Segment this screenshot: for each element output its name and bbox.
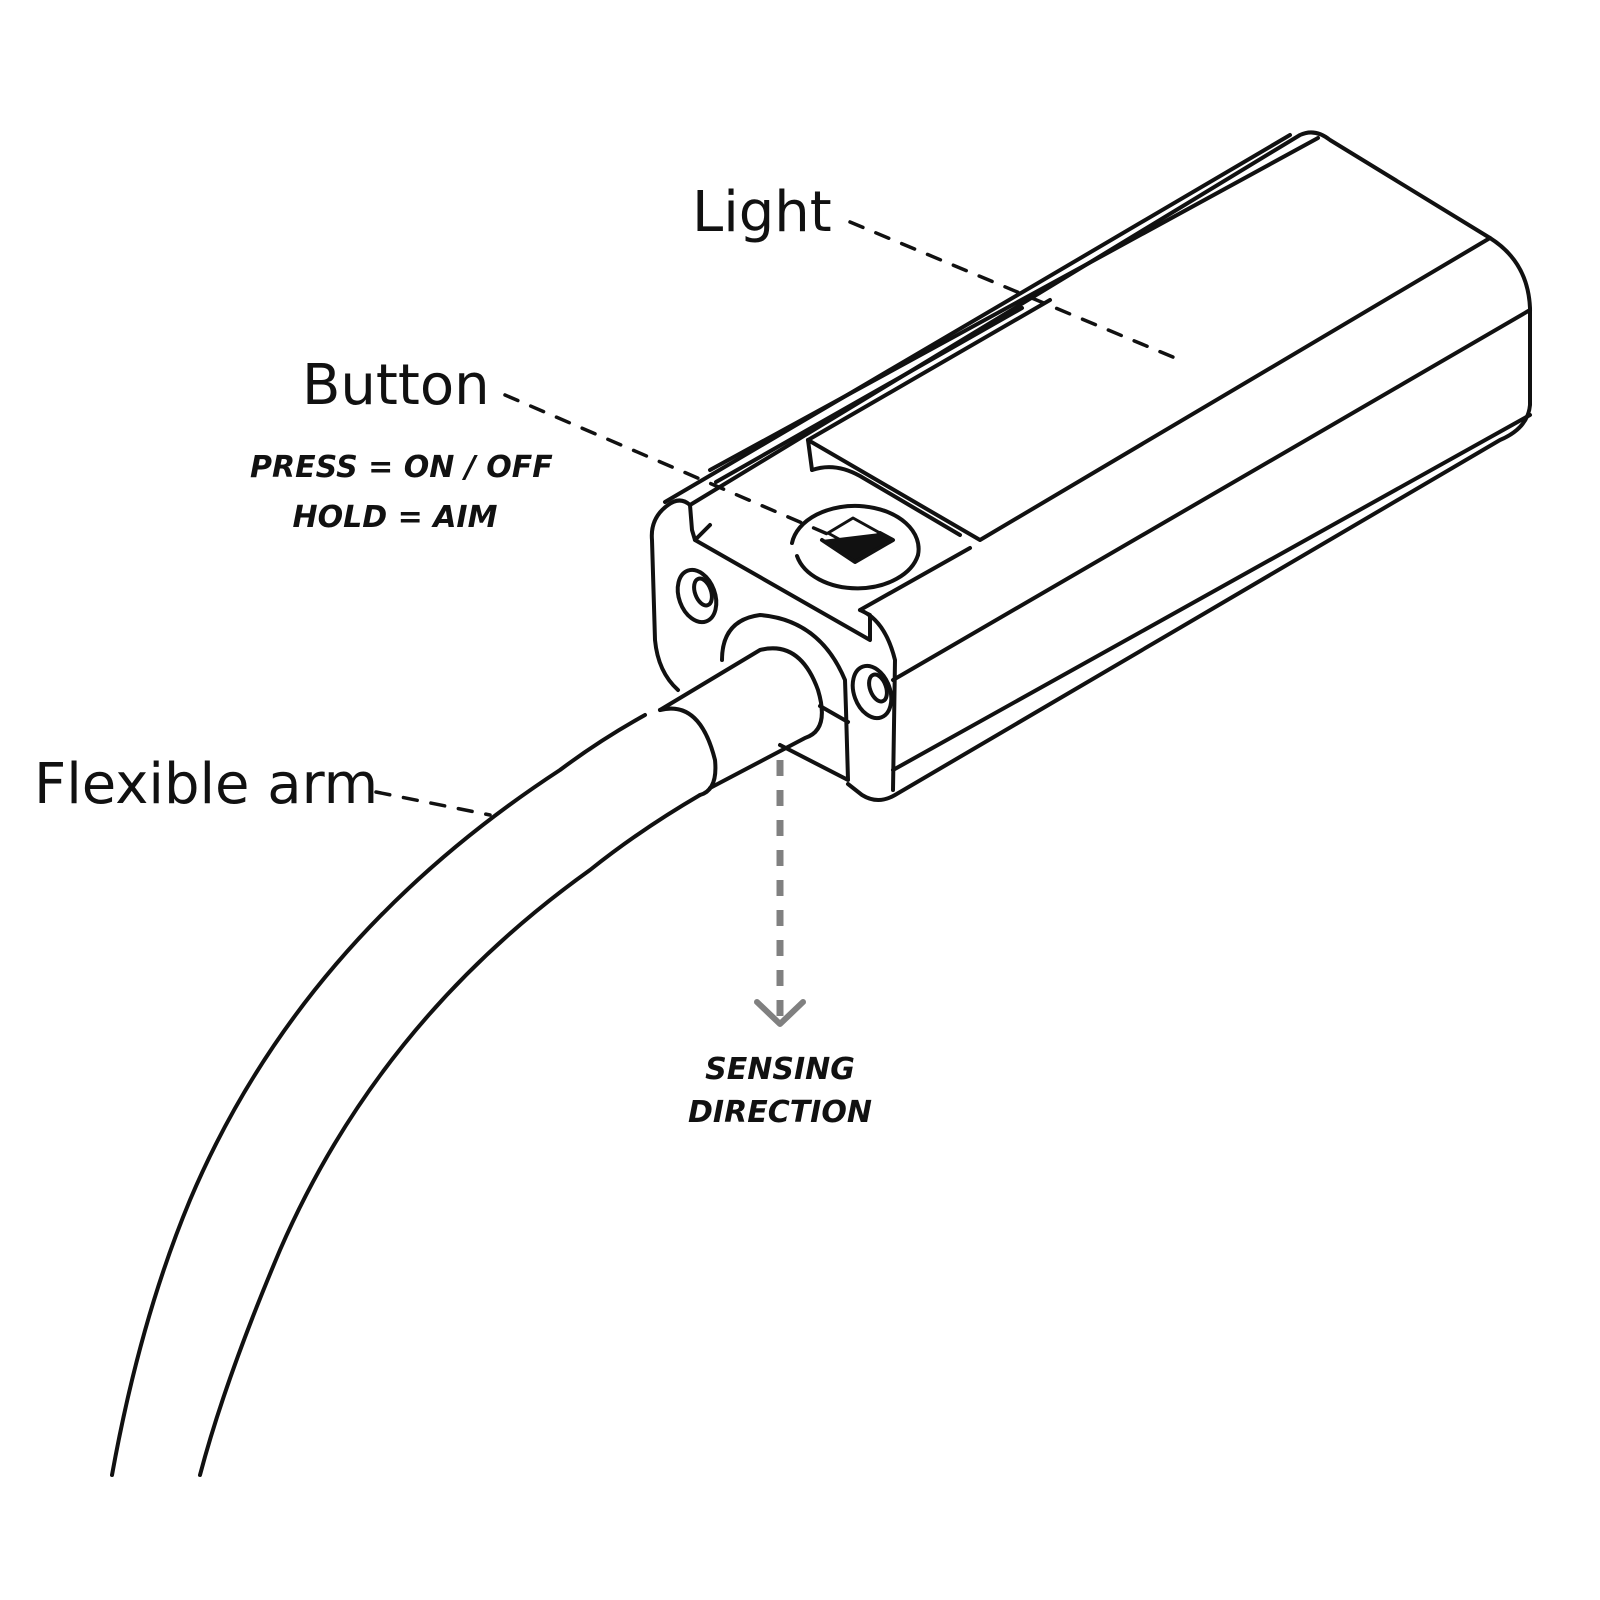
light-body <box>663 130 1532 802</box>
end-cap <box>649 465 962 792</box>
button-label: Button <box>302 353 490 418</box>
button-press-note: PRESS = ON / OFF <box>250 450 553 485</box>
leader-lines <box>374 220 1182 817</box>
sensing-arrow <box>754 760 806 1027</box>
button-shape[interactable] <box>790 503 921 591</box>
light-leader <box>848 220 1182 362</box>
button-hold-note: HOLD = AIM <box>292 500 498 535</box>
flexible-arm <box>110 646 824 1477</box>
sensing-label-2: DIRECTION <box>688 1095 872 1130</box>
sensing-label-1: SENSING <box>705 1052 855 1087</box>
button-leader <box>503 393 832 537</box>
flexible-arm-label: Flexible arm <box>34 752 379 817</box>
light-label: Light <box>692 180 832 245</box>
arm-leader <box>374 790 492 817</box>
